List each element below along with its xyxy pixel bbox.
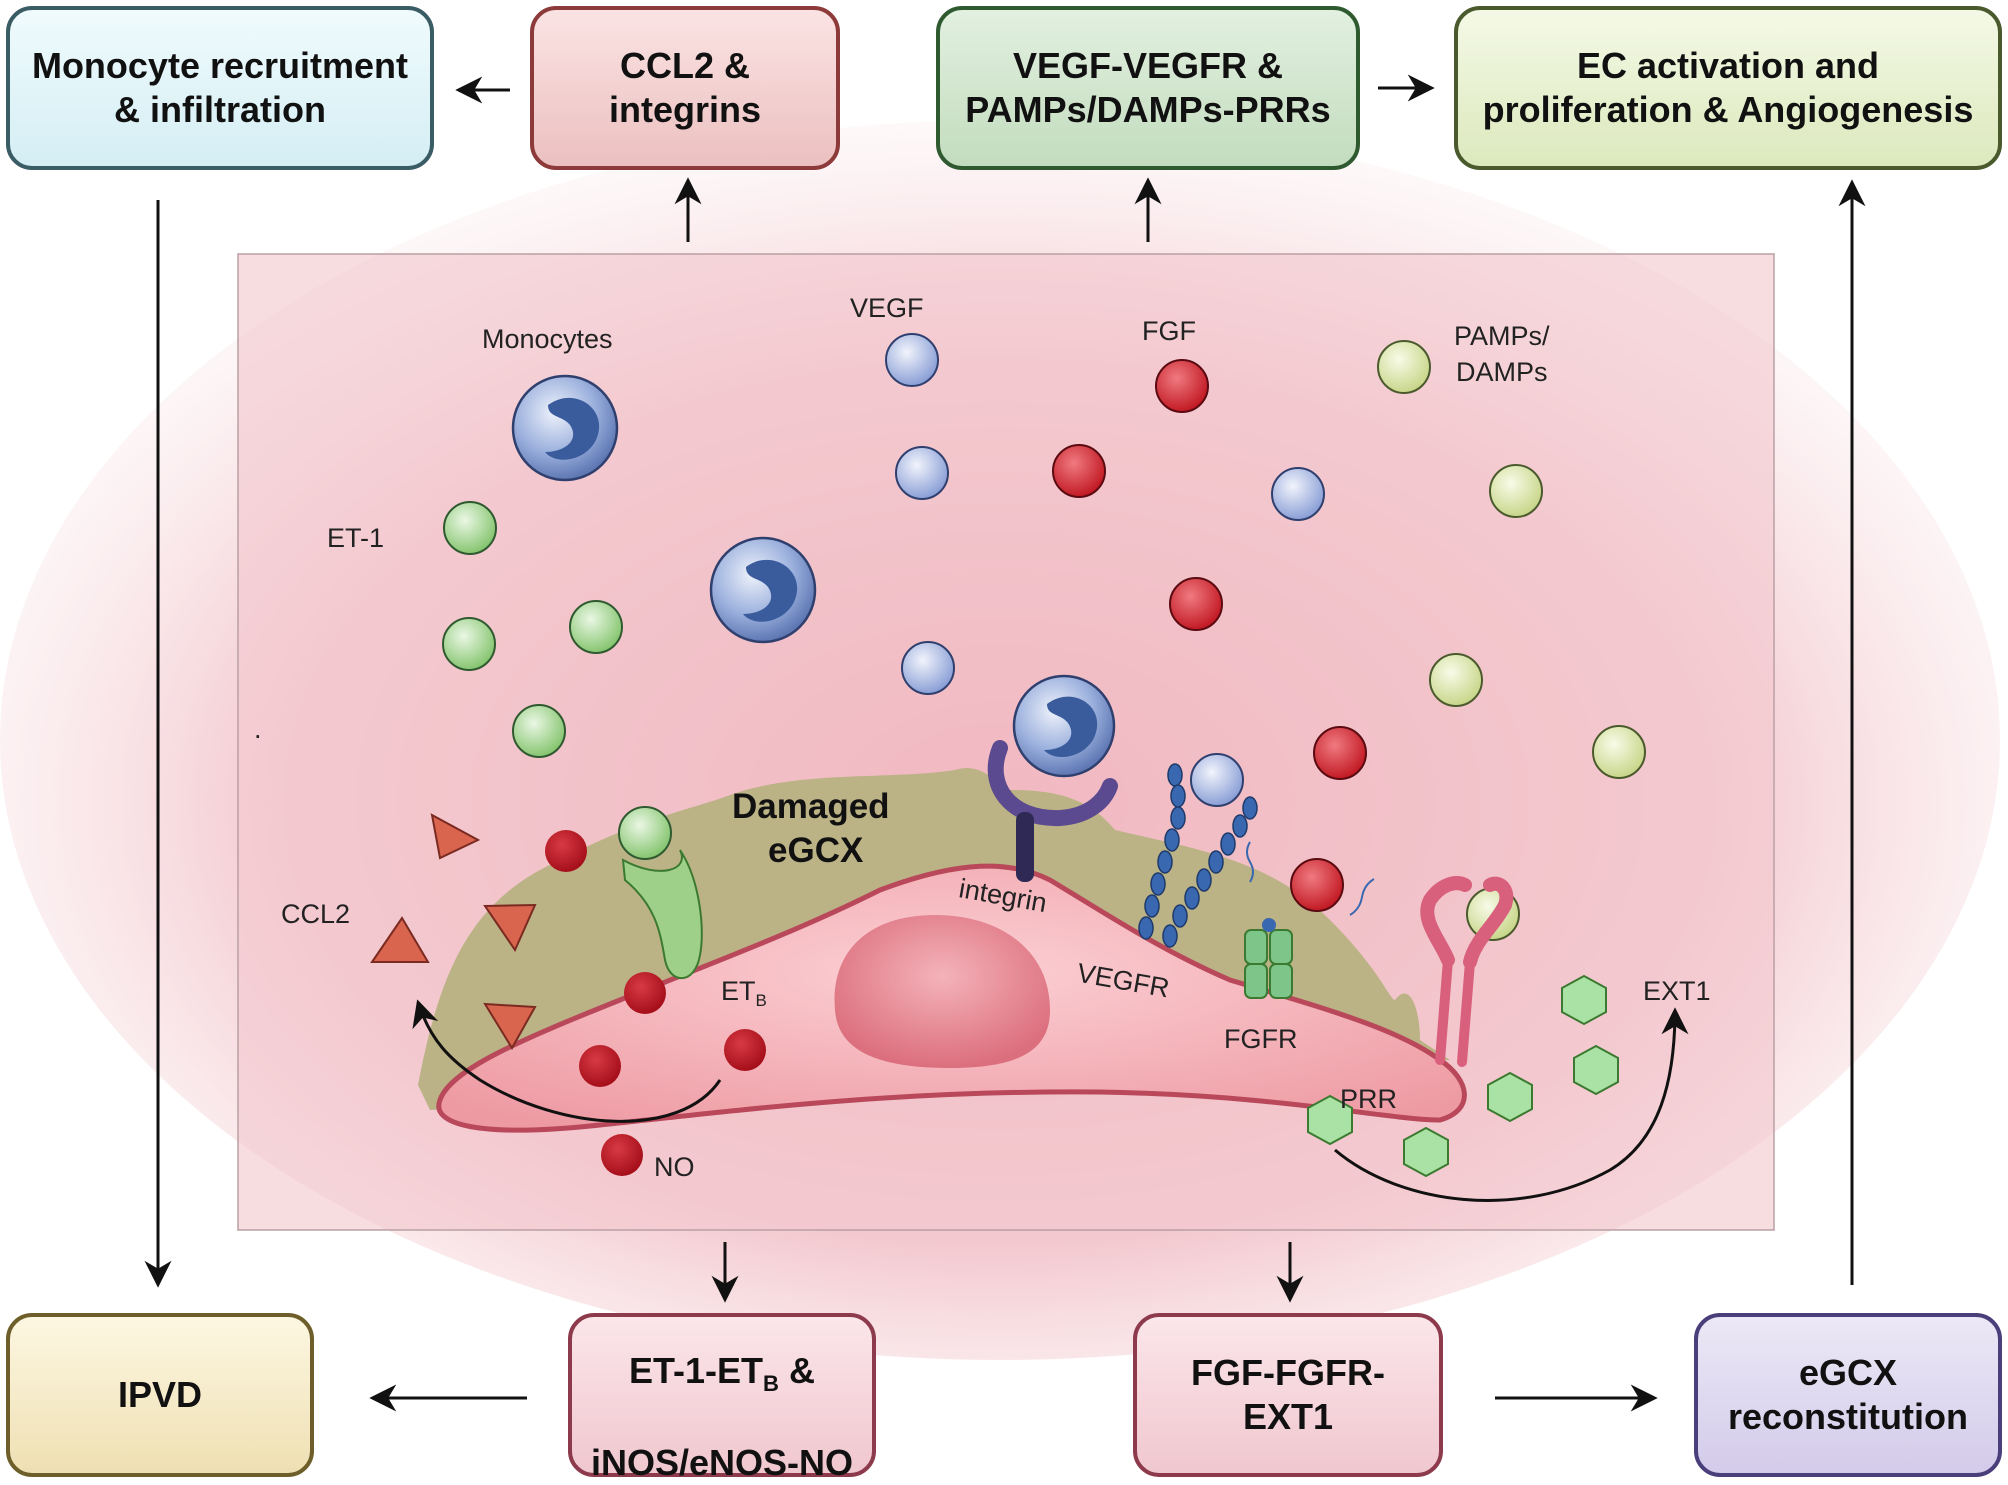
- monocyte-cell: [709, 536, 817, 644]
- ext1-curved-arrow: [1334, 1007, 1689, 1202]
- prr-receptor: [1420, 876, 1514, 1067]
- et1-no-box: ET-1-ETB & iNOS/eNOS-NO: [568, 1313, 876, 1483]
- connector-arrows: [144, 74, 1866, 1412]
- et1-molecule: [442, 617, 496, 671]
- label-etb: ETB: [721, 976, 767, 1010]
- et1-molecule: [569, 600, 623, 654]
- ec-activation-box: EC activation and proliferation & Angiog…: [1454, 6, 2002, 170]
- label-pamps-line2: DAMPs: [1456, 357, 1548, 387]
- monocyte-cell: [1012, 674, 1116, 778]
- integrin-receptor: [987, 740, 1118, 882]
- no-molecules: [545, 830, 766, 1176]
- fgf-molecule: [1313, 726, 1367, 780]
- fgf-molecule: [1290, 858, 1344, 912]
- label-fgfr: FGFR: [1224, 1024, 1298, 1054]
- vegfr-receptor: [1138, 763, 1258, 948]
- ipvd-box: IPVD: [6, 1313, 314, 1477]
- label-no: NO: [654, 1152, 695, 1182]
- etb-receptor: [618, 806, 703, 980]
- egcx-reconstitution-box: eGCX reconstitution: [1694, 1313, 2002, 1477]
- vegf-molecule: [885, 333, 939, 387]
- no-release-curved-arrow: [412, 999, 722, 1123]
- label-prr: PRR: [1340, 1084, 1397, 1114]
- pamp-damp-molecule: [1377, 340, 1431, 394]
- vegf-molecule: [895, 446, 949, 500]
- vegf-molecule: [1271, 467, 1325, 521]
- pamp-damp-molecule: [1592, 725, 1646, 779]
- fgf-molecule: [1169, 577, 1223, 631]
- label-fgf: FGF: [1142, 316, 1196, 346]
- label-vegf: VEGF: [850, 293, 924, 323]
- vegf-prr-box: VEGF-VEGFR & PAMPs/DAMPs-PRRs: [936, 6, 1360, 170]
- nucleus: [834, 915, 1050, 1068]
- label-ext1: EXT1: [1643, 976, 1711, 1006]
- fgf-molecule: [1155, 359, 1209, 413]
- label-monocytes: Monocytes: [482, 324, 613, 354]
- monocyte-cell: [511, 374, 619, 482]
- fgf-ext1-box: FGF-FGFR- EXT1: [1133, 1313, 1443, 1477]
- et1-molecule: [512, 704, 566, 758]
- et1-molecule: [443, 501, 497, 555]
- ext1-molecules: [1307, 974, 1619, 1178]
- vegf-molecule: [1190, 753, 1244, 807]
- pamp-damp-molecule: [1489, 464, 1543, 518]
- label-pamps-line1: PAMPs/: [1454, 321, 1550, 351]
- pamp-damp-molecule: [1429, 653, 1483, 707]
- et1-no-text: ET-1-ETB & iNOS/eNOS-NO: [590, 1349, 854, 1484]
- label-damaged: Damaged: [732, 787, 890, 826]
- ccl2-integrins-box: CCL2 & integrins: [530, 6, 840, 170]
- vegf-molecule: [901, 641, 955, 695]
- stray-dot: .: [254, 714, 262, 744]
- ccl2-molecules: [370, 813, 537, 1050]
- label-ccl2: CCL2: [281, 899, 350, 929]
- fgfr-receptor: [1244, 841, 1375, 999]
- label-egcx: eGCX: [768, 831, 864, 870]
- monocyte-recruitment-box: Monocyte recruitment & infiltration: [6, 6, 434, 170]
- fgf-molecule: [1052, 444, 1106, 498]
- label-et1: ET-1: [327, 523, 384, 553]
